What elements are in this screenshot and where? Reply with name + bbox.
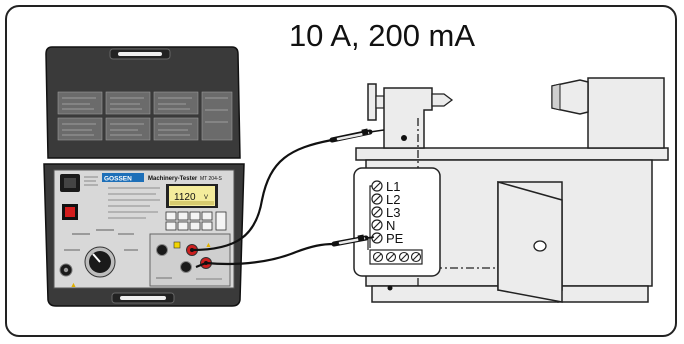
rotary-switch-pointer — [92, 253, 101, 263]
terminal-strip-slots — [374, 253, 420, 261]
terminal-label-n: N — [386, 218, 395, 233]
test-lead-lower-outline — [195, 261, 207, 269]
diagram-frame — [5, 5, 677, 337]
panel-text-lines — [108, 187, 160, 219]
terminal-label-l1: L1 — [386, 179, 400, 194]
terminal-screw-slots — [373, 182, 381, 242]
jack-panel — [149, 233, 231, 287]
cabinet-door-lock — [533, 240, 547, 252]
machine-base-right — [557, 285, 649, 303]
function-labels — [64, 229, 138, 251]
tailstock-spindle-back — [375, 95, 385, 109]
tailstock-quill — [431, 93, 454, 107]
tailstock-body — [383, 87, 433, 149]
lid-handle-top-slot — [118, 52, 162, 56]
left-jack-center — [63, 267, 69, 273]
model-code-label: MT 204-S — [200, 176, 223, 182]
test-lead-upper — [191, 138, 333, 252]
jack-warning-triangle: ▲ — [205, 242, 212, 249]
jack-start — [156, 244, 168, 256]
jack-black-bottom — [180, 261, 192, 273]
socket-info-text — [84, 176, 98, 186]
terminal-internal-wire — [369, 185, 372, 248]
terminal-label-l3: L3 — [386, 205, 400, 220]
chuck-shade — [551, 83, 561, 111]
display-value: 1120 — [174, 192, 196, 203]
power-switch — [65, 207, 75, 217]
terminal-block: L1 L2 L3 N PE — [353, 167, 441, 277]
left-warning-triangle: ▲ — [70, 282, 77, 289]
brand-bar — [102, 173, 144, 182]
device-bottom-handle-slot — [120, 296, 166, 300]
brand-label: GOSSEN — [104, 176, 132, 183]
tailstock-handwheel — [367, 83, 377, 121]
test-probe-lower — [331, 234, 375, 247]
headstock — [587, 77, 665, 149]
jack-small-indicator — [173, 241, 181, 249]
cabinet-door — [497, 181, 563, 303]
test-leads — [191, 128, 385, 269]
display-status-strip — [170, 201, 214, 205]
keypad-side-button — [215, 211, 227, 231]
test-probe-upper — [329, 128, 385, 143]
base-contact-point — [387, 285, 393, 291]
diagram-title: 10 A, 200 mA — [288, 18, 476, 53]
machine-top-plate — [355, 147, 669, 161]
tailstock-contact-point — [401, 135, 407, 141]
mains-socket-inner — [64, 178, 76, 188]
model-label: Machinery-Tester — [148, 176, 198, 182]
lid-card-lines — [62, 97, 228, 136]
display-unit: V — [204, 195, 208, 201]
jack-labels — [156, 277, 222, 280]
terminal-label-pe: PE — [386, 231, 404, 246]
test-lead-lower — [205, 242, 335, 266]
keypad — [165, 211, 213, 231]
terminal-label-l2: L2 — [386, 192, 400, 207]
lid-instruction-cards — [57, 91, 233, 141]
measurement-device: GOSSEN Machinery-Tester MT 204-S 1120 V — [43, 46, 245, 307]
